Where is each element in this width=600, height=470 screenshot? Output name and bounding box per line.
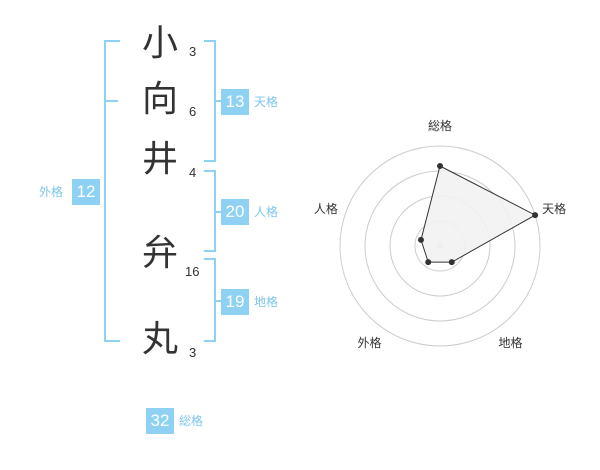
chikaku-label: 地格 [254, 295, 279, 309]
kanji-3: 井 [141, 139, 178, 180]
chikaku-bracket [204, 258, 216, 342]
radar-ring [339, 145, 541, 347]
soukaku-value: 32 [146, 408, 174, 434]
gaikaku-tick [106, 100, 118, 102]
tenkaku-value: 13 [221, 89, 249, 115]
stroke-count-2: 6 [189, 104, 197, 119]
radar-point-3 [448, 259, 455, 266]
jinkaku-bracket [204, 170, 216, 252]
kanji-1: 小 [141, 23, 178, 64]
stroke-count-4: 16 [185, 264, 200, 279]
radar-point-4 [425, 259, 432, 266]
gaikaku-bracket [104, 40, 120, 342]
gaikaku-value: 12 [72, 179, 100, 205]
radar-axis-label-2: 天格 [542, 201, 566, 216]
stroke-count-5: 3 [189, 345, 197, 360]
soukaku-label: 総格 [179, 414, 204, 428]
tenkaku-bracket [204, 40, 216, 162]
chikaku-tick [216, 300, 222, 302]
jinkaku-tick [216, 211, 222, 213]
tenkaku-label: 天格 [254, 95, 279, 109]
radar-axis-label-5: 人格 [314, 201, 338, 216]
stroke-count-3: 4 [189, 165, 197, 180]
kanji-2: 向 [141, 79, 178, 120]
radar-point-1 [437, 163, 443, 169]
jinkaku-label: 人格 [254, 205, 279, 219]
gaikaku-label: 外格 [39, 185, 64, 199]
jinkaku-value: 20 [221, 199, 249, 225]
radar-series-shape [420, 165, 537, 263]
radar-axis-label-3: 地格 [499, 335, 523, 350]
radar-point-2 [532, 212, 539, 219]
radar-axis-label-4: 外格 [357, 335, 381, 350]
kanji-5: 丸 [141, 319, 178, 360]
chikaku-value: 19 [221, 289, 249, 315]
radar-point-5 [417, 236, 424, 243]
stroke-count-1: 3 [189, 44, 197, 59]
kanji-4: 弁 [141, 233, 178, 274]
radar-axis-label-1: 総格 [428, 118, 452, 133]
tenkaku-tick [216, 100, 222, 102]
